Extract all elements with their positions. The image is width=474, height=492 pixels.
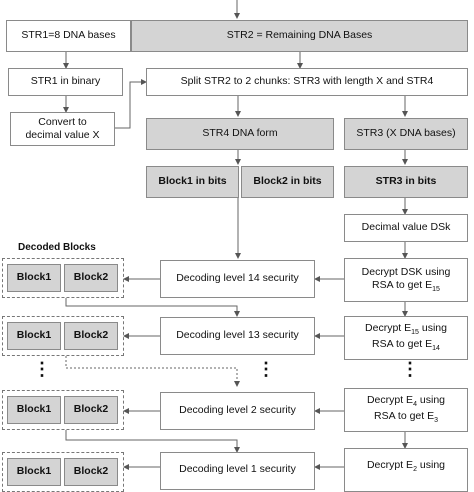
block2-bits-box: Block2 in bits: [241, 166, 334, 198]
block2-label: Block2: [73, 465, 109, 478]
decoded-block2: Block2: [64, 396, 118, 424]
decrypt-dsk-sub: 15: [432, 285, 440, 293]
block1-label: Block1: [16, 465, 52, 478]
block2-label: Block2: [73, 329, 109, 342]
decoded-block2: Block2: [64, 322, 118, 350]
decoding-level-14-label: Decoding level 14 security: [176, 272, 299, 285]
decrypt-e4-sub: 3: [434, 417, 439, 425]
str2-label: STR2 = Remaining DNA Bases: [226, 29, 373, 42]
decrypt-e4-line2: RSA to get E3: [374, 410, 438, 426]
decoded-blocks-heading: Decoded Blocks: [18, 242, 96, 253]
decoding-level-2-label: Decoding level 2 security: [179, 404, 296, 417]
decimal-dsk-label: Decimal value DSk: [361, 221, 451, 234]
str1-binary-label: STR1 in binary: [30, 75, 101, 88]
decoded-blocks-level2: Block1 Block2: [2, 390, 124, 430]
str3-form-label: STR3 (X DNA bases): [356, 127, 456, 140]
decoded-block1: Block1: [7, 458, 61, 486]
decrypt-dsk-line1: Decrypt DSK using: [361, 265, 451, 278]
decoding-level-13-label: Decoding level 13 security: [176, 329, 299, 342]
block2-label: Block2: [73, 403, 109, 416]
convert-to-split-arrow: [115, 79, 147, 129]
decoded-block1: Block1: [7, 264, 61, 292]
decrypt-e4-rest: using: [416, 394, 446, 407]
str1-binary-box: STR1 in binary: [8, 68, 123, 96]
decoding-level-2-box: Decoding level 2 security: [160, 392, 315, 430]
decrypt-e15-box: Decrypt E15 using RSA to get E14: [344, 316, 468, 360]
decrypt-e15-line1: Decrypt E15 using: [365, 322, 447, 338]
decoding-level-1-label: Decoding level 1 security: [179, 463, 296, 475]
decoded-blocks-level14: Block1 Block2: [2, 258, 124, 298]
decrypt-e15-prefix: Decrypt E: [365, 322, 412, 335]
decrypt-e4-box: Decrypt E4 using RSA to get E3: [344, 388, 468, 432]
decoded-blocks-level1: Block1 Block2: [2, 452, 124, 492]
decoded-block1: Block1: [7, 322, 61, 350]
block2-label: Block2: [73, 271, 109, 284]
str1-box: STR1=8 DNA bases: [6, 20, 131, 52]
str1-label: STR1=8 DNA bases: [21, 29, 116, 42]
decrypt-dsk-line2: RSA to get E15: [372, 279, 440, 295]
ellipsis-middle: ⋮: [257, 359, 275, 379]
decrypt-e15-line2-text: RSA to get E: [372, 338, 433, 350]
decrypt-e15-rest: using: [418, 322, 447, 335]
decrypt-e15-sub: 14: [432, 345, 440, 353]
block1-label: Block1: [16, 403, 52, 416]
dashed-elided-arrow: [65, 356, 240, 387]
decrypt-e4-line1: Decrypt E4 using: [367, 394, 445, 410]
blocks14-to-decoding13-arrow: [65, 298, 240, 317]
decrypt-dsk-line2-text: RSA to get E: [372, 278, 433, 291]
decoding-level-1-box: Decoding level 1 security: [160, 452, 315, 490]
decrypt-e2-prefix-sub: 2: [413, 466, 417, 474]
block1-bits-label: Block1 in bits: [158, 175, 227, 188]
str3-bits-box: STR3 in bits: [344, 166, 468, 198]
decrypt-e4-prefix-sub: 4: [413, 401, 417, 409]
block2-bits-label: Block2 in bits: [253, 175, 322, 188]
split-box: Split STR2 to 2 chunks: STR3 with length…: [146, 68, 468, 96]
decrypt-dsk-box: Decrypt DSK using RSA to get E15: [344, 258, 468, 302]
decrypt-e2-prefix: Decrypt E: [366, 459, 414, 471]
str4-form-label: STR4 DNA form: [202, 127, 278, 140]
decrypt-e4-prefix: Decrypt E: [366, 394, 414, 407]
decrypt-e4-line2-text: RSA to get E: [373, 410, 435, 422]
decoded-blocks-level13: Block1 Block2: [2, 316, 124, 356]
block1-bits-box: Block1 in bits: [146, 166, 239, 198]
decrypt-e2-line1: Decrypt E2 using: [367, 459, 445, 475]
decimal-dsk-box: Decimal value DSk: [344, 214, 468, 242]
str3-bits-label: STR3 in bits: [375, 175, 437, 188]
block1-label: Block1: [16, 271, 52, 284]
decoded-block1: Block1: [7, 396, 61, 424]
str4-form-box: STR4 DNA form: [146, 118, 334, 150]
decrypt-e2-rest: using: [416, 459, 446, 471]
ellipsis-left: ⋮: [33, 359, 51, 379]
decrypt-e2-box: Decrypt E2 using: [344, 448, 468, 492]
decrypt-e15-line2: RSA to get E14: [372, 338, 440, 354]
decoding-level-13-box: Decoding level 13 security: [160, 317, 315, 355]
decrypt-e15-prefix-sub: 15: [411, 329, 419, 337]
blocks2-to-decoding1-arrow: [65, 430, 240, 453]
ellipsis-right: ⋮: [401, 359, 419, 379]
convert-box: Convert to decimal value X: [10, 112, 115, 146]
decoded-block2: Block2: [64, 264, 118, 292]
block1-label: Block1: [16, 329, 52, 342]
connector-lines: [63, 0, 408, 470]
decoding-level-14-box: Decoding level 14 security: [160, 260, 315, 298]
str2-box: STR2 = Remaining DNA Bases: [131, 20, 468, 52]
decoded-block2: Block2: [64, 458, 118, 486]
convert-label: Convert to decimal value X: [25, 115, 100, 141]
str3-form-box: STR3 (X DNA bases): [344, 118, 468, 150]
split-label: Split STR2 to 2 chunks: STR3 with length…: [180, 75, 434, 88]
